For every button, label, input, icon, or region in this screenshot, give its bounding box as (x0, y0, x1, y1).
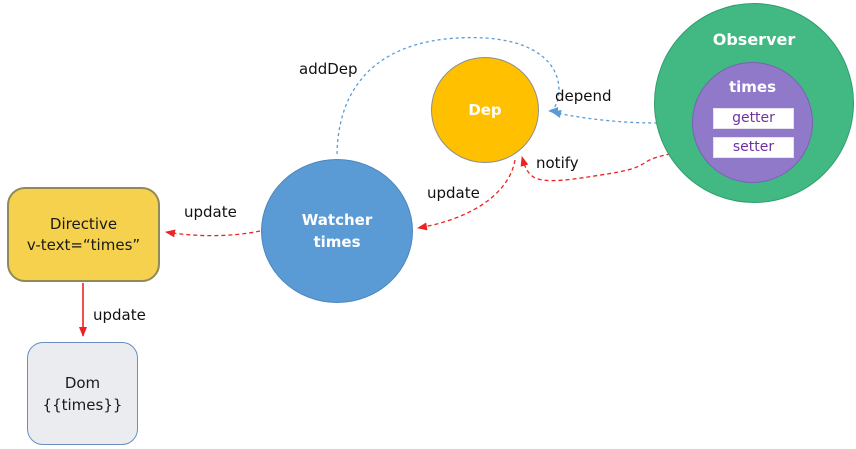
dep-circle: Dep (431, 57, 539, 163)
update-watcher-to-directive-arrow (165, 229, 261, 238)
setter-label: setter (732, 139, 775, 155)
watcher-label-line1: Watcher (301, 211, 373, 229)
setter-box: setter (713, 137, 794, 158)
observer-circle: Observer times getter setter (654, 3, 854, 203)
directive-label-line1: Directive (49, 214, 118, 233)
dom-box: Dom {{times}} (27, 342, 138, 445)
update-dep-to-watcher-label: update (427, 184, 480, 202)
times-property-circle: times getter setter (692, 62, 813, 183)
directive-box: Directive v-text=“times” (7, 187, 160, 282)
watcher-label-line2: times (313, 233, 361, 251)
adddep-edge-label: addDep (299, 60, 358, 78)
dep-label: Dep (468, 101, 502, 119)
update-directive-to-dom-label: update (93, 306, 146, 324)
directive-label-line2: v-text=“times” (26, 235, 141, 254)
depend-edge-label: depend (555, 87, 612, 105)
times-property-label: times (728, 78, 777, 96)
observer-label: Observer (712, 30, 796, 49)
notify-edge-label: notify (536, 154, 579, 172)
dom-label-line1: Dom (64, 373, 101, 392)
watcher-circle: Watcher times (261, 159, 413, 303)
getter-label: getter (732, 110, 775, 126)
dom-label-line2: {{times}} (42, 395, 123, 414)
getter-box: getter (713, 108, 794, 129)
update-watcher-to-directive-label: update (184, 203, 237, 221)
